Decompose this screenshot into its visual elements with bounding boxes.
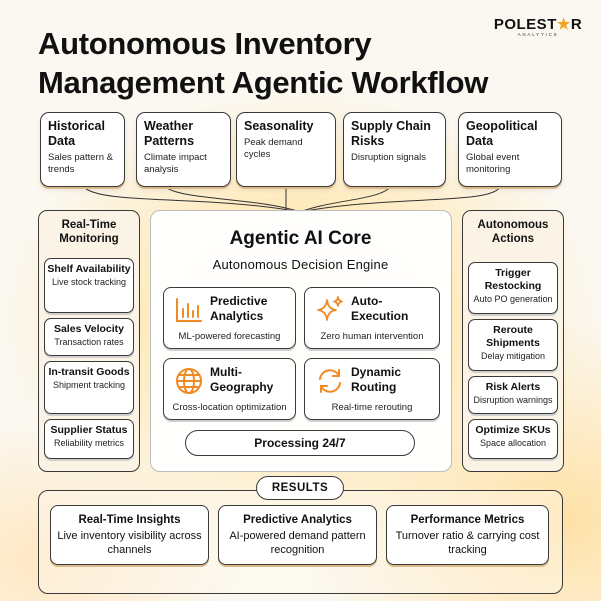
page-title: Autonomous Inventory Management Agentic … (38, 24, 568, 102)
core-card-predictive-analytics: Predictive Analytics ML-powered forecast… (163, 287, 296, 349)
globe-icon (176, 368, 202, 394)
core-card-dynamic-routing: Dynamic Routing Real-time rerouting (304, 358, 440, 420)
title-line-1: Autonomous Inventory (38, 26, 372, 61)
bar-chart-icon (176, 298, 202, 322)
real-time-monitoring-header: Real-Time Monitoring (59, 219, 119, 245)
refresh-icon (319, 369, 341, 393)
autonomous-actions-header: Autonomous Actions (477, 219, 549, 245)
core-card-auto-execution: Auto-Execution Zero human intervention (304, 287, 440, 349)
core-subtitle: Autonomous Decision Engine (212, 257, 389, 272)
star-icon: ★ (556, 16, 571, 33)
processing-badge: Processing 24/7 (185, 430, 415, 456)
polestar-logo: POLEST★R ANALYTICS (493, 16, 583, 37)
title-line-2: Management Agentic Workflow (38, 65, 489, 100)
sparkle-icon (317, 296, 343, 321)
core-title: Agentic AI Core (229, 228, 372, 249)
core-card-multi-geography: Multi-Geography Cross-location optimizat… (163, 358, 296, 420)
results-label: RESULTS (256, 476, 344, 500)
